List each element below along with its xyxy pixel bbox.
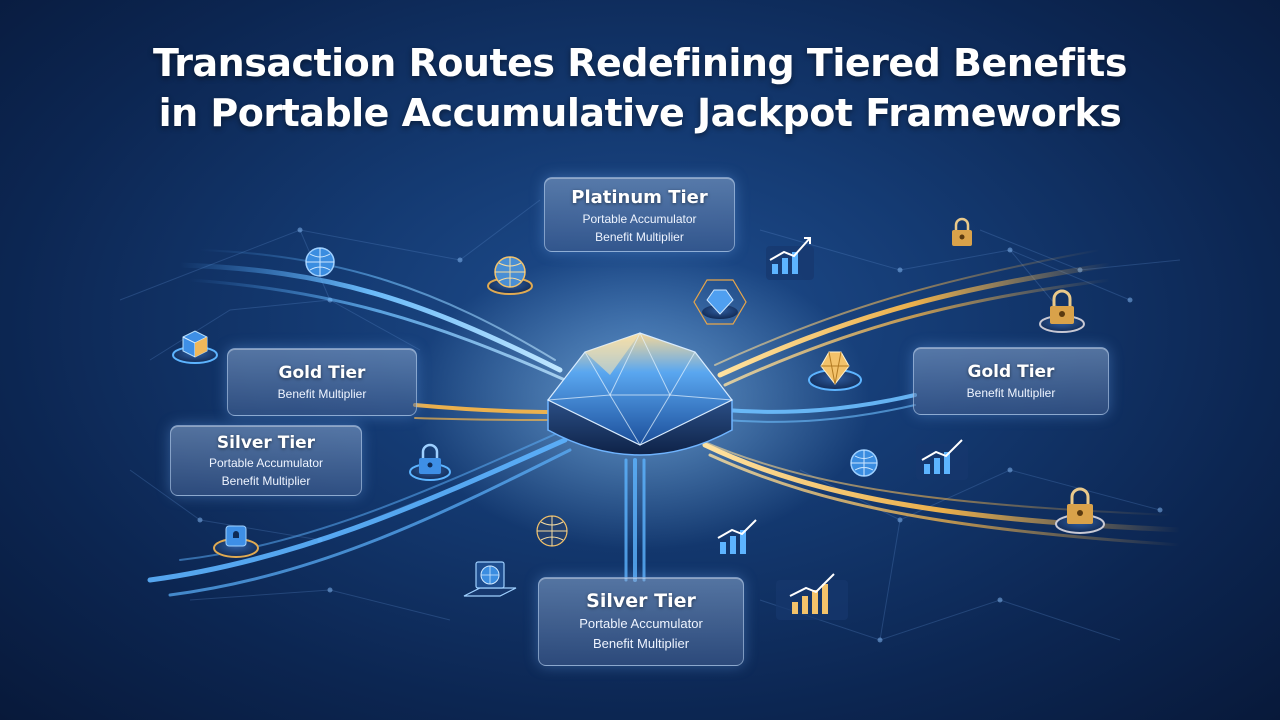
tier-name: Silver Tier [216,433,316,453]
silver-tier-card-bottom: Silver Tier Portable Accumulator Benefit… [538,577,744,666]
lock-icon [952,217,972,246]
tier-detail: Portable Accumulator [208,456,324,470]
tier-detail: Benefit Multiplier [966,386,1056,400]
tier-detail: Benefit Multiplier [592,636,690,651]
growth-chart-icon [766,237,814,280]
shield-icon [213,525,259,558]
diamond-icon [693,279,747,325]
gold-transaction-stream-upper [714,249,1113,387]
tier-name: Platinum Tier [571,187,708,208]
tier-name: Silver Tier [586,590,696,612]
lock-icon [409,443,451,481]
title-line-1: Transaction Routes Redefining Tiered Ben… [153,41,1127,85]
central-gem-hub [547,331,733,456]
monitor-globe-icon [463,561,517,597]
cube-icon [172,330,218,364]
tier-detail: Benefit Multiplier [277,387,367,401]
gold-tier-card-right: Gold Tier Benefit Multiplier [913,347,1109,415]
blue-transaction-stream-upper [177,249,567,382]
tier-detail: Portable Accumulator [582,212,697,226]
tier-detail: Benefit Multiplier [221,474,311,488]
growth-chart-icon [717,519,757,554]
platinum-tier-card: Platinum Tier Portable Accumulator Benef… [544,177,735,252]
title-line-2: in Portable Accumulative Jackpot Framewo… [158,91,1122,135]
globe-icon [536,515,568,547]
tier-name: Gold Tier [278,363,366,383]
page-title: Transaction Routes Redefining Tiered Ben… [0,38,1280,138]
blue-link-right [723,393,917,423]
gold-tier-card-left: Gold Tier Benefit Multiplier [227,348,417,416]
gold-link-left [413,403,557,421]
globe-icon [305,247,335,277]
growth-chart-icon [776,573,848,620]
globe-icon [487,256,533,295]
vertical-beam-up [630,250,650,352]
globe-icon [850,449,878,477]
silver-tier-card-left: Silver Tier Portable Accumulator Benefit… [170,425,362,496]
vertical-beam-down [624,458,646,582]
lock-icon [1055,487,1105,534]
crystal-icon [808,351,862,391]
tier-detail: Portable Accumulator [579,616,703,631]
tier-name: Gold Tier [967,362,1055,382]
tier-detail: Benefit Multiplier [595,230,684,244]
growth-chart-icon [916,439,968,480]
lock-icon [1039,289,1085,333]
